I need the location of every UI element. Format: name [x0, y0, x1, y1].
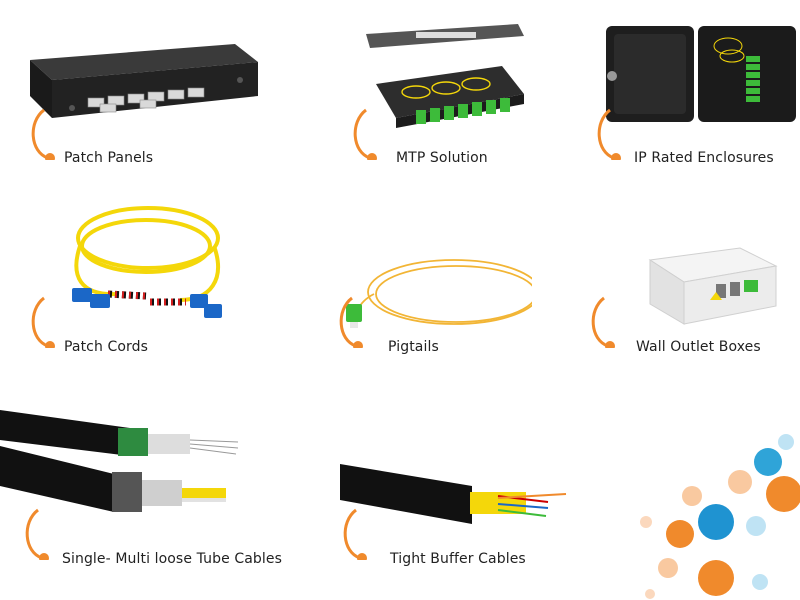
mtp-cassette-image: [366, 24, 524, 128]
product-wall-outlet-boxes[interactable]: Wall Outlet Boxes: [532, 196, 798, 396]
orange-hook-icon: [597, 108, 621, 160]
enclosure-image: [606, 26, 796, 122]
pigtail-image: [346, 259, 532, 328]
product-label: Tight Buffer Cables: [390, 551, 526, 567]
orange-hook-icon: [353, 108, 377, 160]
product-label: Patch Cords: [64, 339, 149, 355]
product-label: Single- Multi loose Tube Cables: [62, 551, 282, 567]
orange-hook-icon: [591, 296, 615, 348]
product-label: Pigtails: [388, 339, 439, 355]
product-label: IP Rated Enclosures: [634, 150, 774, 166]
patch-panel-image: [30, 44, 258, 118]
product-patch-cords[interactable]: Patch Cords: [0, 196, 266, 396]
product-patch-panels[interactable]: Patch Panels: [0, 0, 266, 200]
orange-hook-icon: [25, 508, 49, 560]
patch-cord-image: [72, 206, 222, 318]
product-mtp-solution[interactable]: MTP Solution: [266, 0, 532, 200]
orange-hook-icon: [31, 108, 55, 160]
product-loose-tube-cables[interactable]: Single- Multi loose Tube Cables: [0, 400, 300, 600]
tight-buffer-cable-image: [340, 464, 567, 524]
product-label: MTP Solution: [396, 150, 488, 166]
product-label: Wall Outlet Boxes: [636, 339, 761, 355]
loose-tube-cable-image: [0, 410, 239, 512]
product-label: Patch Panels: [64, 150, 154, 166]
orange-hook-icon: [339, 296, 363, 348]
orange-hook-icon: [31, 296, 55, 348]
product-tight-buffer-cables[interactable]: Tight Buffer Cables: [266, 400, 596, 600]
product-pigtails[interactable]: Pigtails: [266, 196, 532, 396]
wall-outlet-image: [648, 247, 778, 325]
product-ip-rated-enclosures[interactable]: IP Rated Enclosures: [532, 0, 798, 200]
decorative-dots: [640, 434, 800, 599]
orange-hook-icon: [343, 508, 367, 560]
